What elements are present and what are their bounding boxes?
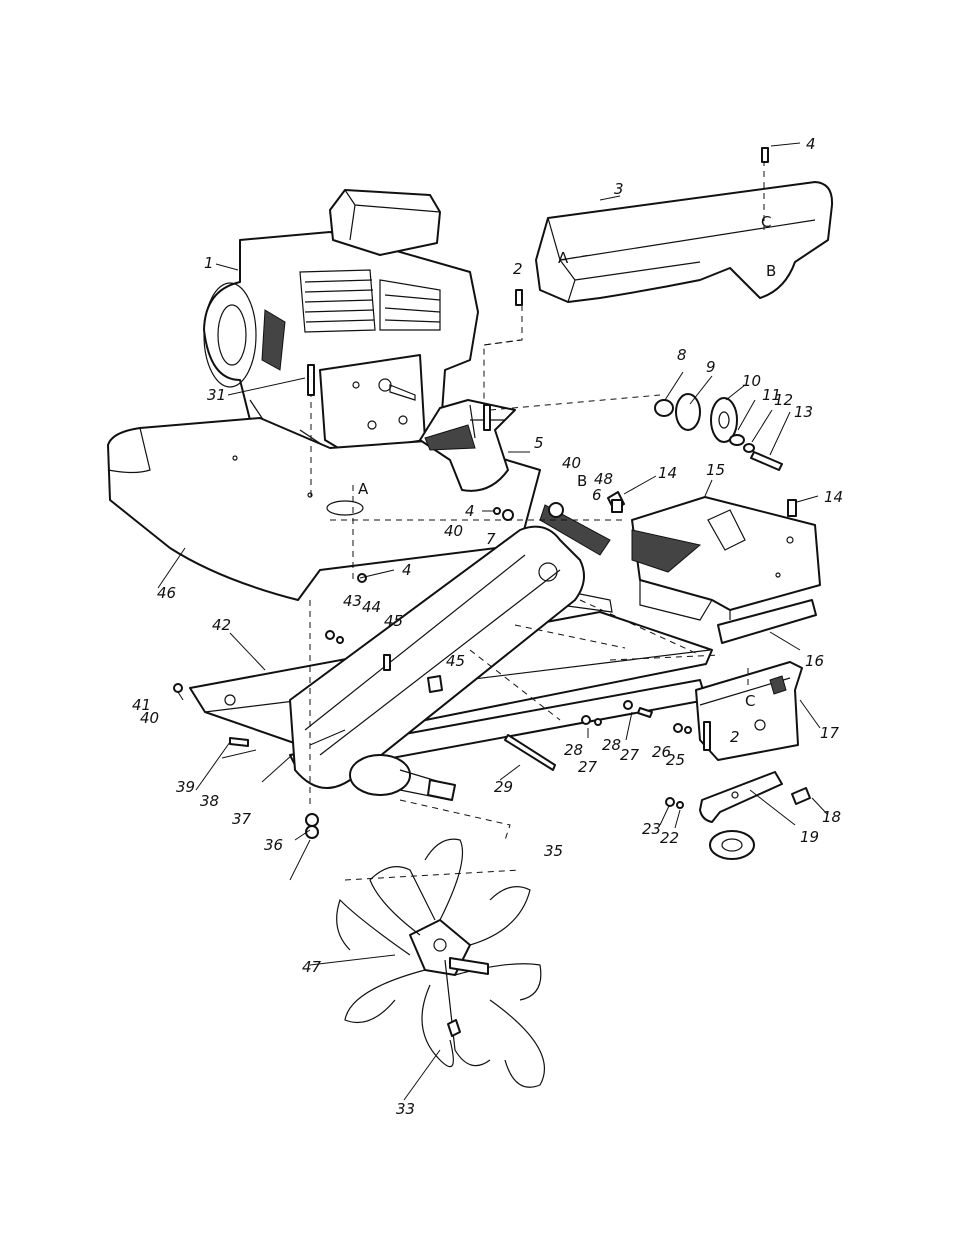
callout-2: 2 [730,728,740,746]
ref-letter-a: A [358,480,369,498]
callout-27: 27 [578,758,598,776]
callout-33: 33 [396,1100,415,1118]
callout-17: 17 [820,724,840,742]
callout-39: 39 [176,778,195,796]
belt-cover [536,182,832,302]
callout-44: 44 [362,598,381,616]
callout-13: 13 [794,403,813,421]
callout-37: 37 [232,810,252,828]
ref-letter-c: C [761,213,771,231]
callout-6: 6 [592,486,602,504]
callout-31: 31 [207,386,226,404]
callout-5: 5 [534,434,544,452]
callout-3: 3 [614,180,624,198]
callout-28: 28 [602,736,621,754]
tine-assembly [337,839,545,1087]
callout-8: 8 [677,346,687,364]
callout-22: 22 [660,829,679,847]
callout-16: 16 [805,652,824,670]
callout-4: 4 [806,135,816,153]
ref-letter-b: B [577,472,587,490]
callout-23: 23 [642,820,661,838]
callout-14: 14 [824,488,843,506]
idler-bracket [696,662,802,760]
callout-28: 28 [564,741,583,759]
callout-7: 7 [486,530,496,548]
callout-29: 29 [494,778,513,796]
callout-1: 1 [204,254,214,272]
callout-18: 18 [822,808,841,826]
callout-46: 46 [157,584,176,602]
callout-12: 12 [774,391,793,409]
callout-45: 45 [384,612,403,630]
ref-letter-a: A [558,249,569,267]
callout-45: 45 [446,652,465,670]
callout-38: 38 [200,792,219,810]
callout-40: 40 [444,522,463,540]
callout-19: 19 [800,828,819,846]
callout-4: 4 [402,561,412,579]
callout-9: 9 [706,358,716,376]
callout-43: 43 [343,592,362,610]
callout-41: 41 [132,696,151,714]
callout-36: 36 [264,836,283,854]
pulley-hardware [490,394,782,470]
callout-27: 27 [620,746,640,764]
callout-4: 4 [465,502,475,520]
callout-42: 42 [212,616,231,634]
idler-arm [700,772,810,859]
callout-35: 35 [544,842,563,860]
callout-48: 48 [594,470,613,488]
callout-15: 15 [706,461,725,479]
ref-letter-c: C [745,692,755,710]
ref-letter-b: B [766,262,776,280]
callout-47: 47 [302,958,322,976]
callout-14: 14 [658,464,677,482]
callout-40: 40 [562,454,581,472]
callout-10: 10 [742,372,761,390]
callout-26: 26 [652,743,671,761]
callout-2: 2 [513,260,523,278]
